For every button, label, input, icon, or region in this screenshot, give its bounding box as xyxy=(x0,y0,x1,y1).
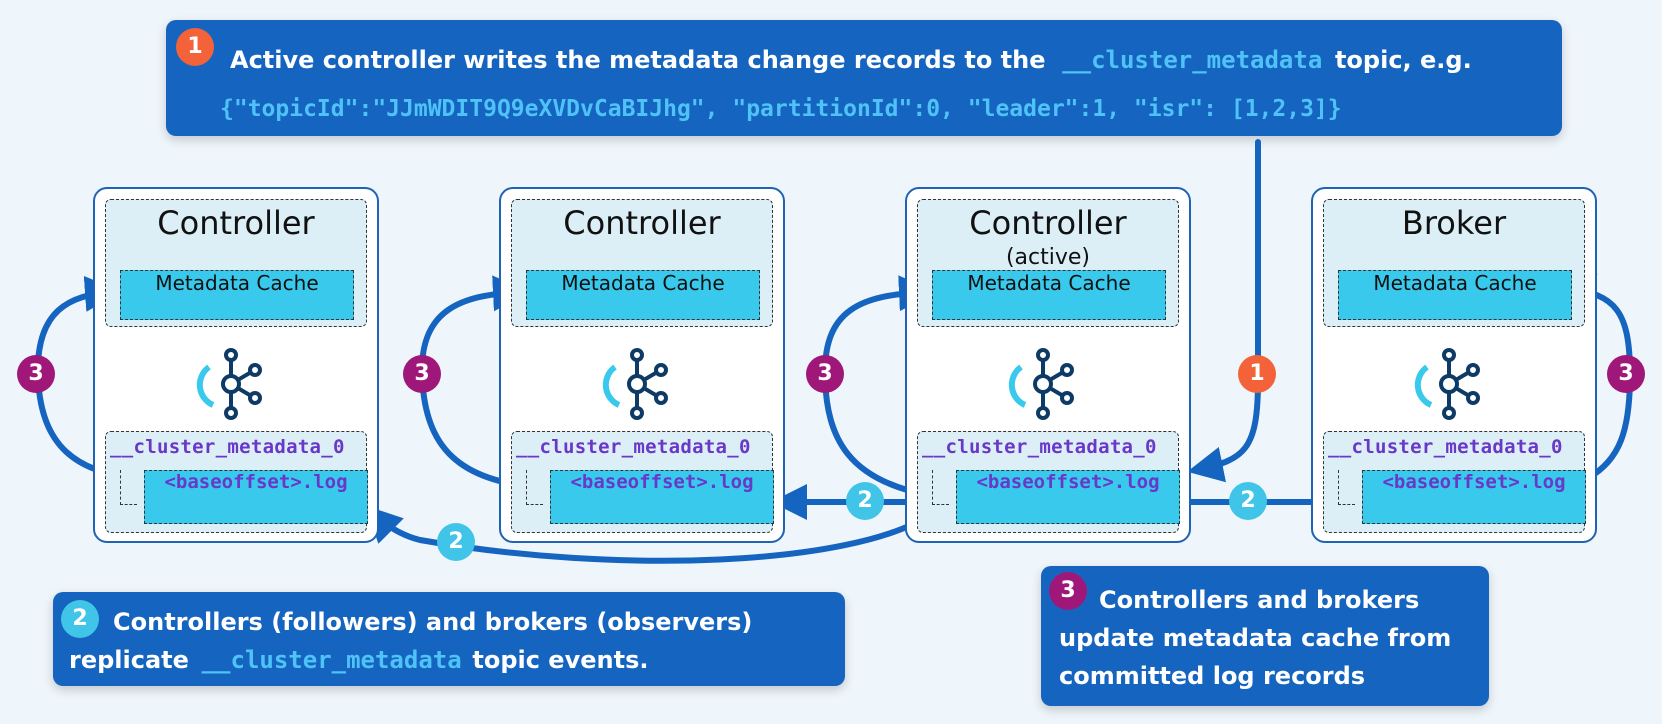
callout-step2-line2: replicate __cluster_metadata topic event… xyxy=(69,646,648,675)
arrow-step1 xyxy=(1187,139,1261,483)
step3-badge-broker: 3 xyxy=(1607,355,1645,393)
node-log-section: __cluster_metadata_0 <baseoffset>.log xyxy=(917,431,1180,533)
metadata-cache: Metadata Cache xyxy=(1338,270,1572,320)
kafka-icon xyxy=(1414,348,1480,420)
callout-step3-line2: update metadata cache from xyxy=(1059,624,1452,652)
callout-step3-line3: committed log records xyxy=(1059,662,1366,690)
callout-step1-topic: __cluster_metadata xyxy=(1062,46,1323,74)
topic-partition-name: __cluster_metadata_0 xyxy=(922,436,1157,458)
node-top-section: Controller Metadata Cache xyxy=(511,199,773,327)
callout-step1-line1: Active controller writes the metadata ch… xyxy=(230,46,1472,75)
log-file: <baseoffset>.log xyxy=(144,470,368,524)
kafka-icon xyxy=(602,348,668,420)
metadata-cache: Metadata Cache xyxy=(932,270,1166,320)
step3-badge-controller1: 3 xyxy=(17,355,55,393)
node-controller-1: Controller Metadata Cache __cluster_meta… xyxy=(93,187,379,543)
node-log-section: __cluster_metadata_0 <baseoffset>.log xyxy=(511,431,774,533)
tree-connector xyxy=(932,470,949,505)
tree-connector xyxy=(120,470,137,505)
callout-step1: 1 Active controller writes the metadata … xyxy=(166,20,1562,136)
step2-badge-left: 2 xyxy=(846,482,884,520)
callout-step2-text-before: replicate xyxy=(69,646,189,674)
step3-badge-active: 3 xyxy=(806,355,844,393)
callout-step2-line1: Controllers (followers) and brokers (obs… xyxy=(113,608,753,636)
node-subtitle: (active) xyxy=(1005,245,1091,270)
topic-partition-name: __cluster_metadata_0 xyxy=(516,436,751,458)
step1-badge-arrow: 1 xyxy=(1238,355,1276,393)
step3-badge: 3 xyxy=(1049,572,1087,610)
log-file: <baseoffset>.log xyxy=(956,470,1180,524)
tree-connector xyxy=(526,470,543,505)
tree-connector xyxy=(1338,470,1355,505)
node-top-section: Controller (active) Metadata Cache xyxy=(917,199,1179,327)
callout-step2-text-after: topic events. xyxy=(472,646,649,674)
node-log-section: __cluster_metadata_0 <baseoffset>.log xyxy=(105,431,368,533)
node-title: Controller xyxy=(969,204,1127,242)
topic-partition-name: __cluster_metadata_0 xyxy=(1328,436,1563,458)
step2-badge-bottom: 2 xyxy=(437,523,475,561)
log-file: <baseoffset>.log xyxy=(1362,470,1586,524)
step1-badge: 1 xyxy=(176,28,214,66)
node-controller-2: Controller Metadata Cache __cluster_meta… xyxy=(499,187,785,543)
metadata-cache: Metadata Cache xyxy=(120,270,354,320)
callout-step1-text-after: topic, e.g. xyxy=(1334,46,1472,74)
log-file: <baseoffset>.log xyxy=(550,470,774,524)
node-title: Controller xyxy=(563,204,721,242)
node-top-section: Controller Metadata Cache xyxy=(105,199,367,327)
kafka-icon xyxy=(1008,348,1074,420)
topic-partition-name: __cluster_metadata_0 xyxy=(110,436,345,458)
node-top-section: Broker Metadata Cache xyxy=(1323,199,1585,327)
callout-step1-example: {"topicId":"JJmWDIT9Q9eXVDvCaBIJhg", "pa… xyxy=(220,96,1342,122)
node-broker: Broker Metadata Cache __cluster_metadata… xyxy=(1311,187,1597,543)
node-controller-active: Controller (active) Metadata Cache __clu… xyxy=(905,187,1191,543)
callout-step2-topic: __cluster_metadata xyxy=(201,646,462,674)
callout-step1-text-before: Active controller writes the metadata ch… xyxy=(230,46,1046,74)
step2-badge-right: 2 xyxy=(1229,482,1267,520)
callout-step3: 3 Controllers and brokers update metadat… xyxy=(1041,566,1489,706)
step3-badge-controller2: 3 xyxy=(403,355,441,393)
metadata-cache: Metadata Cache xyxy=(526,270,760,320)
kafka-icon xyxy=(196,348,262,420)
callout-step2: 2 Controllers (followers) and brokers (o… xyxy=(53,592,845,686)
node-title: Controller xyxy=(157,204,315,242)
node-title: Broker xyxy=(1401,204,1507,242)
step2-badge: 2 xyxy=(61,600,99,638)
callout-step3-line1: Controllers and brokers xyxy=(1099,586,1420,614)
arrow-step2-to-controller1 xyxy=(365,505,931,564)
node-log-section: __cluster_metadata_0 <baseoffset>.log xyxy=(1323,431,1586,533)
